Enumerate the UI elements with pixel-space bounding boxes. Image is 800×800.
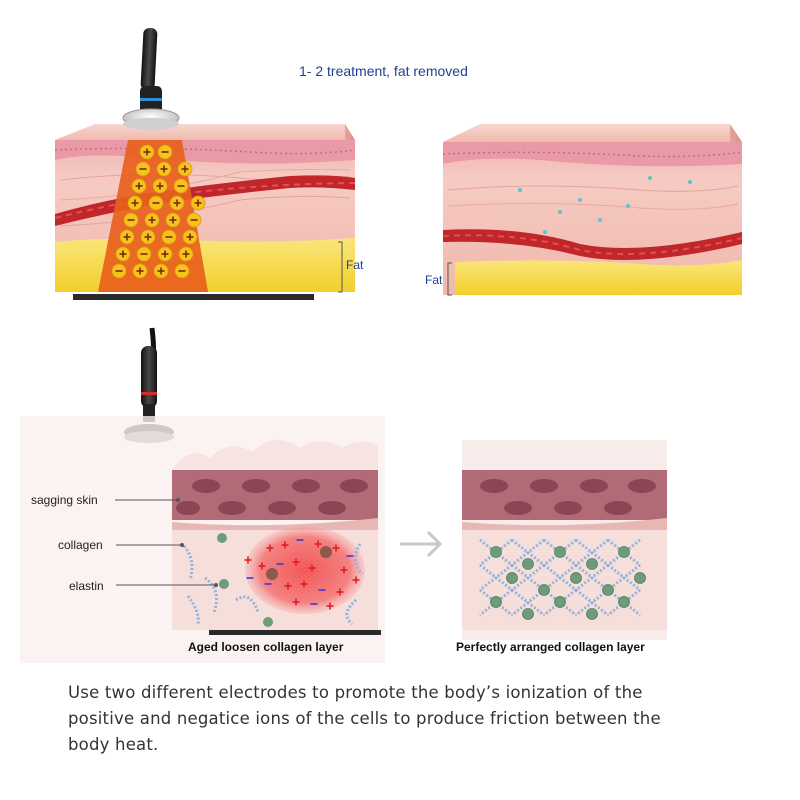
plus-icon [127, 195, 143, 211]
treatment-headline: 1- 2 treatment, fat removed [299, 63, 468, 79]
plus-icon [139, 144, 155, 160]
plus-icon [190, 195, 206, 211]
collagen-panel-before [20, 416, 385, 663]
plus-icon [284, 582, 292, 590]
plus-icon [314, 540, 322, 548]
plus-icon [308, 564, 316, 572]
skin-block-before [54, 124, 356, 300]
plus-icon [152, 178, 168, 194]
plus-icon [131, 178, 147, 194]
label-elastin: elastin [69, 579, 104, 593]
plus-icon [300, 580, 308, 588]
plus-icon [178, 246, 194, 262]
minus-icon [148, 195, 164, 211]
minus-icon [111, 263, 127, 279]
heat-ions [244, 539, 360, 610]
arrow-right-icon [400, 530, 443, 558]
collagen-network [479, 538, 646, 620]
minus-icon [123, 212, 139, 228]
fat-bracket-right [447, 262, 452, 296]
plus-icon [165, 212, 181, 228]
description-text: Use two different electrodes to promote … [68, 680, 748, 758]
minus-icon [186, 212, 202, 228]
minus-icon [157, 144, 173, 160]
minus-icon [174, 263, 190, 279]
plus-icon [156, 161, 172, 177]
description-line: body heat. [68, 735, 159, 754]
plus-icon [326, 602, 334, 610]
ion-dots [111, 144, 206, 279]
plus-icon [281, 541, 289, 549]
plus-icon [153, 263, 169, 279]
minus-icon [173, 178, 189, 194]
plus-icon [132, 263, 148, 279]
plus-icon [182, 229, 198, 245]
minus-icon [136, 246, 152, 262]
plus-icon [292, 598, 300, 606]
skin-block-after [442, 124, 743, 295]
minus-icon [135, 161, 151, 177]
plus-icon [244, 556, 252, 564]
caption-aged-collagen: Aged loosen collagen layer [188, 640, 344, 654]
plus-icon [144, 212, 160, 228]
plus-icon [292, 558, 300, 566]
fat-bracket-left [338, 241, 343, 293]
minus-icon [161, 229, 177, 245]
plus-icon [352, 576, 360, 584]
plus-icon [258, 562, 266, 570]
plus-icon [266, 544, 274, 552]
plus-icon [332, 544, 340, 552]
fat-label-after: Fat [425, 273, 443, 287]
label-sagging-skin: sagging skin [31, 493, 98, 507]
plus-icon [169, 195, 185, 211]
description-line: Use two different electrodes to promote … [68, 683, 643, 702]
plus-icon [177, 161, 193, 177]
plus-icon [336, 588, 344, 596]
plus-icon [140, 229, 156, 245]
plus-icon [157, 246, 173, 262]
fat-label-before: Fat [346, 258, 364, 272]
collagen-panel-after [462, 440, 667, 640]
probe-handle-icon [122, 27, 180, 130]
plus-icon [115, 246, 131, 262]
label-collagen: collagen [58, 538, 103, 552]
caption-arranged-collagen: Perfectly arranged collagen layer [456, 640, 645, 654]
plus-icon [119, 229, 135, 245]
description-line: positive and negatice ions of the cells … [68, 709, 661, 728]
plus-icon [340, 566, 348, 574]
